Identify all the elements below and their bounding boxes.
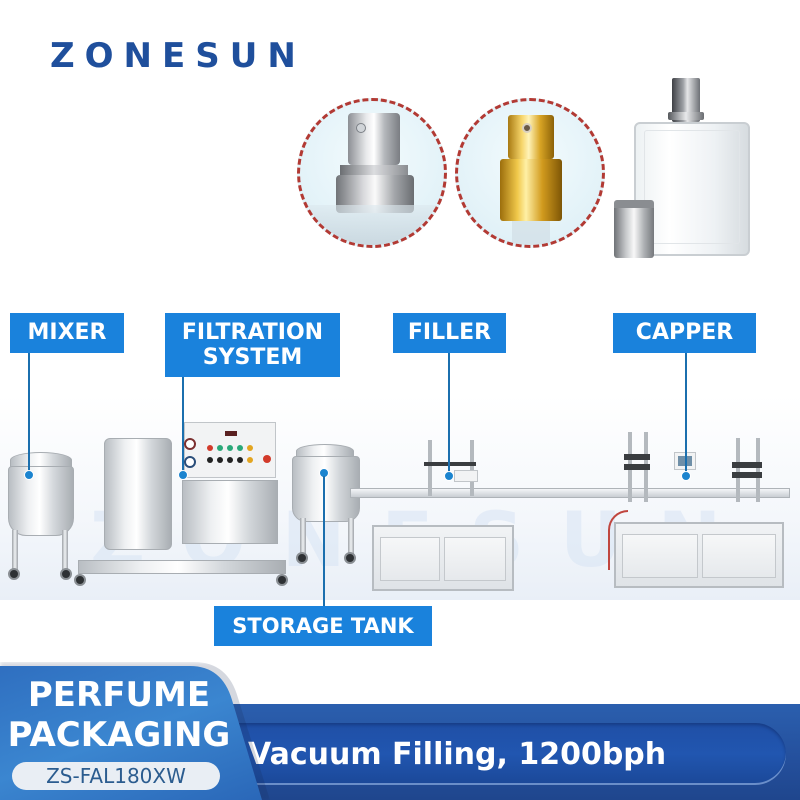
indicator-light [207,445,213,451]
cabinet-door [380,537,440,581]
marker-dot-capper [681,471,691,481]
bottle-cap [614,202,654,258]
wheel [276,574,288,586]
gold-spray-pump-image [455,98,605,248]
leader-line-capper [685,353,687,475]
push-button [227,457,233,463]
indicator-light [217,445,223,451]
badge-title-line2: PACKAGING [7,715,231,755]
feature-pill [210,723,786,785]
glass-base [300,205,444,245]
capper-post [756,438,760,502]
control-panel [184,422,276,478]
capper-cabinet [614,522,784,588]
bottle-pump-ring [668,112,704,120]
label-text: FILLER [407,320,492,346]
marker-dot-mixer [24,470,34,480]
mixer-tank [8,466,74,536]
filter-housing [182,480,278,544]
label-mixer: MIXER [10,313,124,353]
marker-dot-filtration [178,470,188,480]
push-button [247,457,253,463]
label-text: MIXER [27,320,107,346]
pump-neck [340,165,408,175]
label-filtration-system: FILTRATION SYSTEM [165,313,340,377]
push-button [207,457,213,463]
pump-actuator [508,115,554,159]
mixer-leg [12,530,18,570]
nozzle-icon [522,123,532,133]
filler-post [470,440,474,496]
silver-spray-pump-image [297,98,447,248]
filler-post [428,440,432,496]
wheel [344,552,356,564]
emergency-stop [263,455,271,463]
label-capper: CAPPER [613,313,756,353]
capper-bar [624,454,650,460]
wheel [74,574,86,586]
pressure-gauge [184,456,196,468]
wheel [8,568,20,580]
cabinet-door [622,534,698,578]
label-text: FILTRATION [181,319,324,345]
display [225,431,237,436]
label-storage-tank: STORAGE TANK [214,606,432,646]
filler-cabinet [372,525,514,591]
conveyor-belt [350,488,790,498]
storage-leg [348,518,354,558]
indicator-light [247,445,253,451]
pump-collar [500,159,562,221]
glass-neck [512,221,550,245]
model-number: ZS-FAL180XW [12,762,220,790]
capper-post [736,438,740,502]
capper-bar [732,472,762,478]
nozzle-icon [356,123,366,133]
label-text: CAPPER [635,320,734,346]
pump-actuator [348,113,400,165]
pressure-gauge [184,438,196,450]
leader-line-filler [448,353,450,475]
bottle-cap-top [614,200,654,208]
push-button [237,457,243,463]
cabinet-door [444,537,506,581]
mixer-leg [62,530,68,570]
feature-text: Vacuum Filling, 1200bph [248,736,667,772]
push-button [217,457,223,463]
leader-line-filtration [182,377,184,473]
marker-dot-filler [444,471,454,481]
brand-logo: ZONESUN [50,36,306,76]
filtration-base [78,560,286,574]
leader-line-mixer [28,353,30,475]
label-filler: FILLER [393,313,506,353]
storage-leg [300,518,306,558]
indicator-light [227,445,233,451]
filter-tank [104,438,172,550]
badge-title-line1: PERFUME [27,675,211,715]
filler-screen [454,470,478,482]
label-text: SYSTEM [202,345,303,370]
wheel [296,552,308,564]
cabinet-door [702,534,776,578]
filler-bar [424,462,476,466]
bottle-glass-inner [644,130,740,244]
capper-bar [732,462,762,468]
capper-bar [624,464,650,470]
label-text: STORAGE TANK [232,613,414,638]
leader-line-storage [323,476,325,606]
wheel [60,568,72,580]
indicator-light [237,445,243,451]
